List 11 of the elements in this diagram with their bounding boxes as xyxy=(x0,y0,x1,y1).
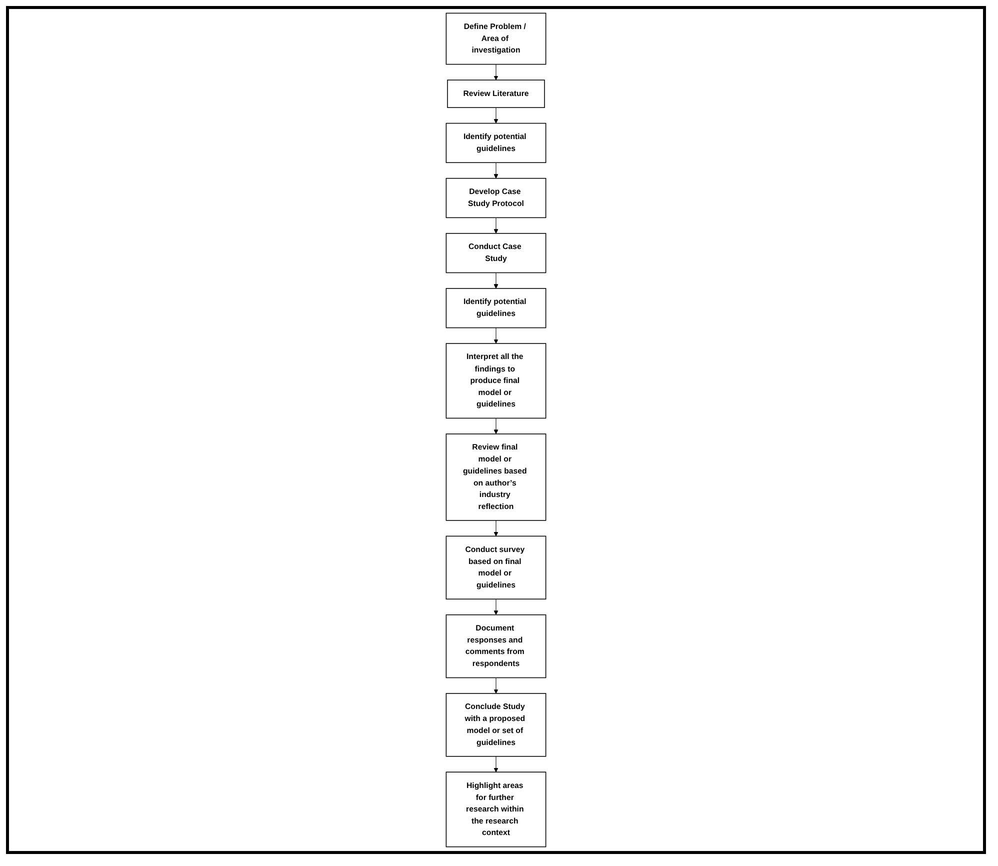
arrow xyxy=(494,756,498,772)
arrow xyxy=(494,217,498,234)
arrow xyxy=(494,107,498,124)
arrow xyxy=(494,272,498,289)
arrow xyxy=(494,677,498,694)
arrow xyxy=(494,418,498,434)
arrow xyxy=(494,328,498,344)
arrow xyxy=(494,64,498,80)
arrow xyxy=(494,162,498,179)
arrow xyxy=(494,520,498,536)
arrow xyxy=(494,598,498,616)
